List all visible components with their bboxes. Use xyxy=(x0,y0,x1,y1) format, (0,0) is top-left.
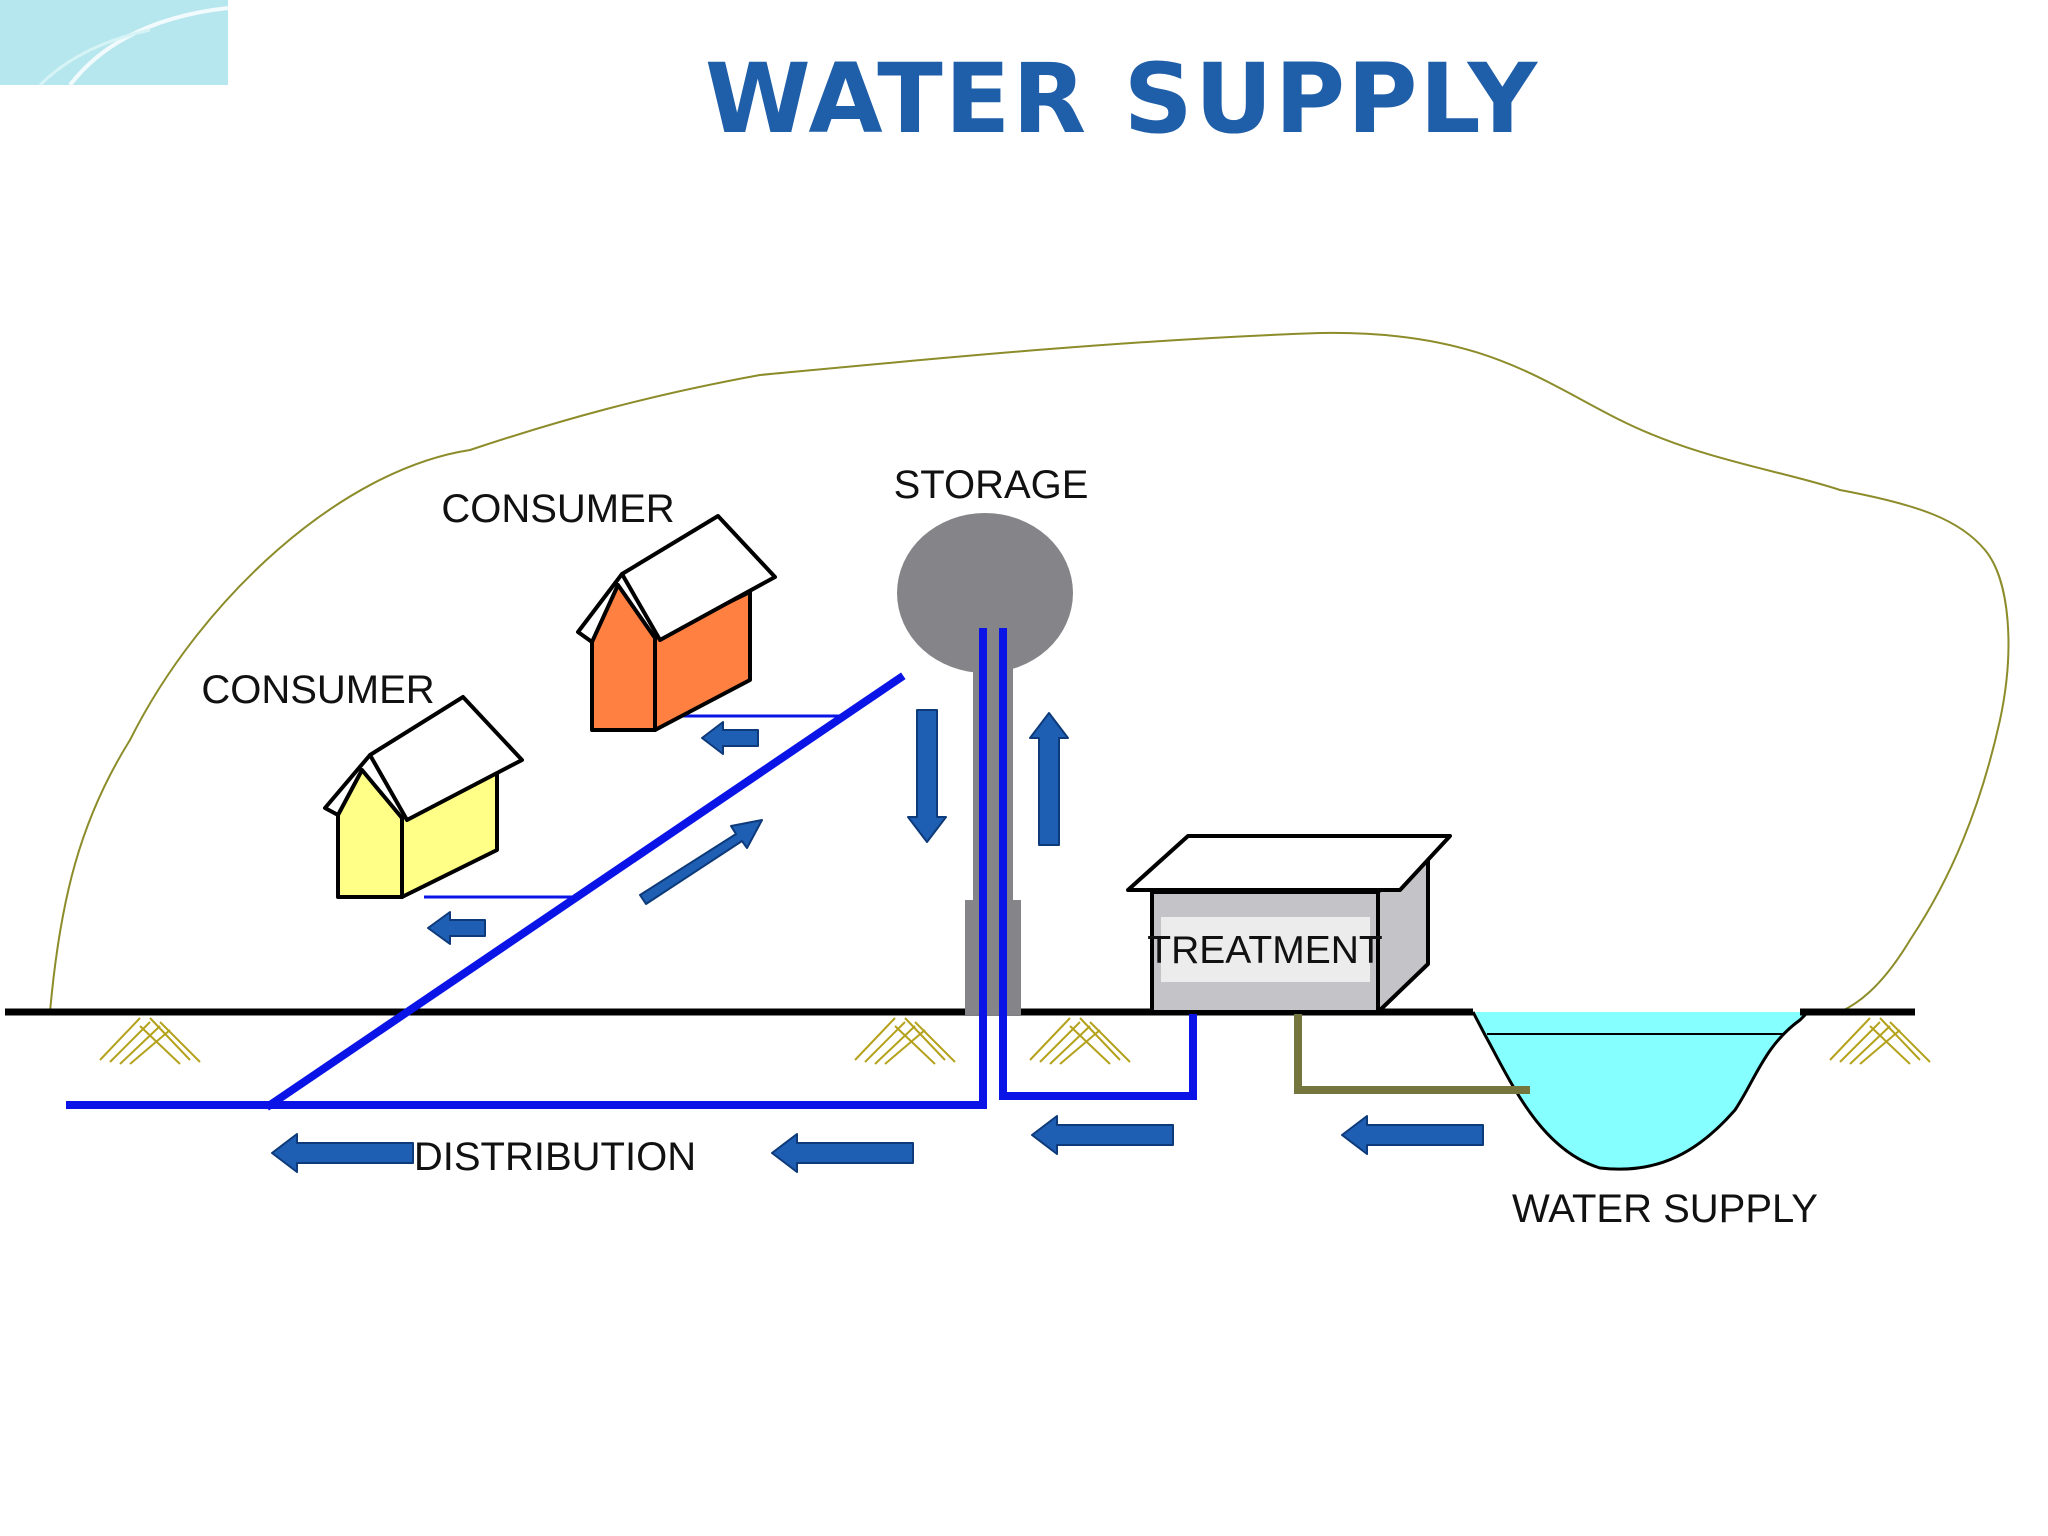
house-upper-roof xyxy=(620,514,777,642)
label-consumer-upper: CONSUMER xyxy=(441,487,674,531)
label-water-supply: WATER SUPPLY xyxy=(1512,1187,1818,1231)
arrow-distribution-left xyxy=(271,1133,414,1173)
service-lines xyxy=(424,714,840,899)
arrow-diagonal-up xyxy=(639,819,763,905)
house-upper-front xyxy=(590,583,657,732)
label-treatment: TREATMENT xyxy=(1147,929,1382,972)
label-distribution: DISTRIBUTION xyxy=(414,1135,696,1179)
intake-pipe xyxy=(1294,1012,1530,1094)
arrow-distribution-right xyxy=(771,1133,914,1173)
area-boundary xyxy=(49,331,2010,1013)
treatment-to-storage-pipe xyxy=(999,1008,1197,1100)
house-lower-roof xyxy=(368,695,524,822)
arrow-service-upper xyxy=(701,721,759,755)
flow-arrows xyxy=(271,709,1484,1173)
consumer-house-lower xyxy=(323,695,524,899)
arrow-source-to-treatment xyxy=(1341,1115,1484,1155)
label-consumer-lower: CONSUMER xyxy=(201,668,434,712)
arrow-down-tank xyxy=(907,709,947,843)
house-lower-front xyxy=(336,768,404,899)
diagonal-main xyxy=(264,672,906,1111)
grass-tufts xyxy=(99,1017,1931,1065)
treatment-roof xyxy=(1126,834,1452,892)
treatment-building xyxy=(1126,834,1452,1014)
arrow-treatment-to-storage xyxy=(1031,1115,1174,1155)
label-storage: STORAGE xyxy=(894,463,1089,507)
water-body xyxy=(1475,1012,1808,1170)
arrow-service-lower xyxy=(427,911,486,945)
corner-decoration xyxy=(0,0,229,87)
storage-tank xyxy=(897,513,1073,673)
water-body-outline xyxy=(1471,1010,1810,1171)
pipes xyxy=(66,628,1197,1111)
consumer-house-upper xyxy=(576,514,777,732)
arrow-up-riser xyxy=(1029,712,1069,846)
page-title: WATER SUPPLY xyxy=(705,43,1539,155)
